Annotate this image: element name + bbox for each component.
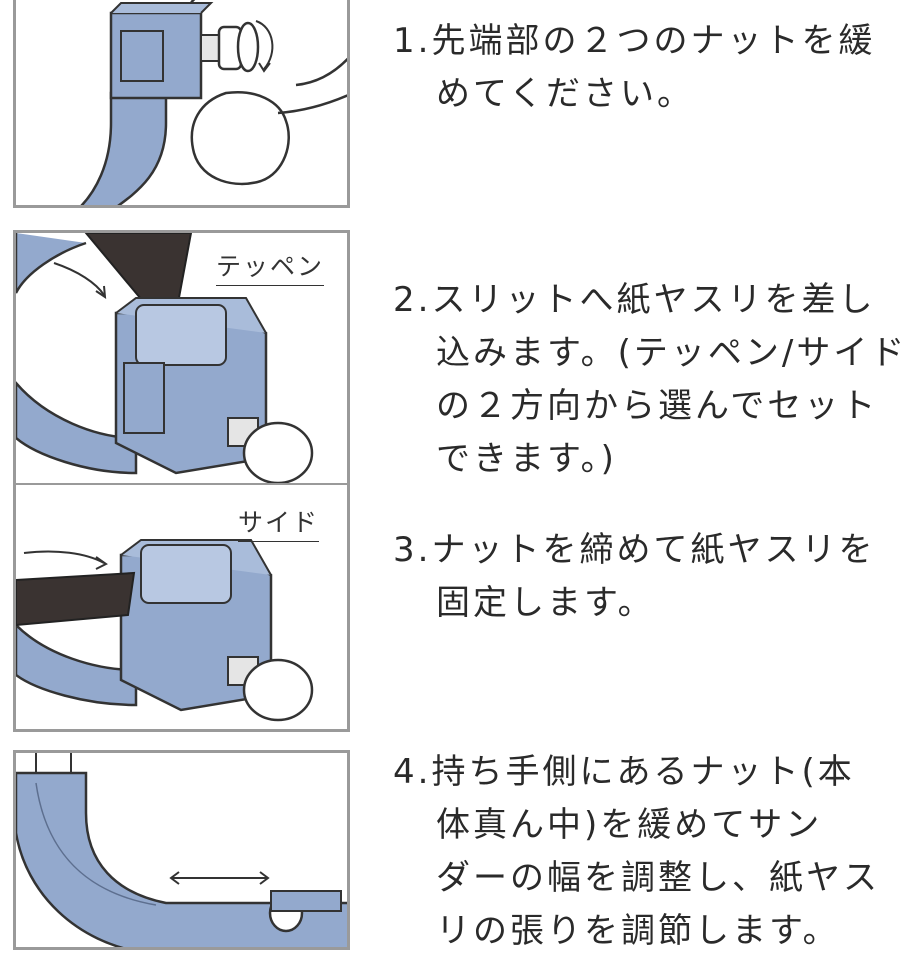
step-1-line-1: 先端部の２つのナットを緩 bbox=[431, 21, 876, 61]
caption-teppen: テッペン bbox=[216, 247, 325, 286]
step-4: 4.持ち手側にあるナット(本 体真ん中)を緩めてサン ダーの幅を調整し、紙ヤス … bbox=[393, 746, 913, 958]
nut-loosening-illustration bbox=[80, 0, 347, 205]
step-3: 3.ナットを締めて紙ヤスリを 固定します。 bbox=[393, 524, 913, 630]
step-3-number: 3. bbox=[393, 530, 432, 570]
step-2-line-4: できます。) bbox=[436, 439, 617, 479]
step-3-line-2: 固定します。 bbox=[436, 583, 655, 623]
side-insertion-illustration bbox=[16, 539, 314, 722]
step-4-number: 4. bbox=[393, 752, 432, 792]
step-2-line-1: スリットへ紙ヤスリを差し bbox=[431, 280, 876, 320]
panel-divider bbox=[16, 483, 347, 485]
step-4-line-3: ダーの幅を調整し、紙ヤス bbox=[436, 858, 880, 898]
step-2-line-3: の２方向から選んでセット bbox=[436, 386, 879, 426]
step-4-line-4: リの張りを調節します。 bbox=[436, 911, 840, 951]
width-adjust-illustration bbox=[16, 753, 347, 947]
step-3-line-1: ナットを締めて紙ヤスリを bbox=[431, 530, 876, 570]
step-2-line-2: 込みます。(テッペン/サイド bbox=[436, 333, 908, 373]
teppen-insertion-illustration bbox=[16, 233, 314, 483]
step-2: 2.スリットへ紙ヤスリを差し 込みます。(テッペン/サイド の２方向から選んでセ… bbox=[393, 274, 913, 486]
step-1: 1.先端部の２つのナットを緩 めてください。 bbox=[393, 15, 913, 121]
illustration-panel-step2-3: テッペン サイド bbox=[13, 230, 350, 732]
step-4-line-1: 持ち手側にあるナット(本 bbox=[431, 752, 855, 792]
caption-side: サイド bbox=[238, 503, 320, 542]
step-1-number: 1. bbox=[393, 21, 432, 61]
step-2-number: 2. bbox=[393, 280, 432, 320]
step-4-line-2: 体真ん中)を緩めてサン bbox=[436, 805, 823, 845]
illustration-panel-step4 bbox=[13, 750, 350, 950]
step-1-line-2: めてください。 bbox=[436, 74, 694, 114]
illustration-panel-step1 bbox=[13, 0, 350, 208]
